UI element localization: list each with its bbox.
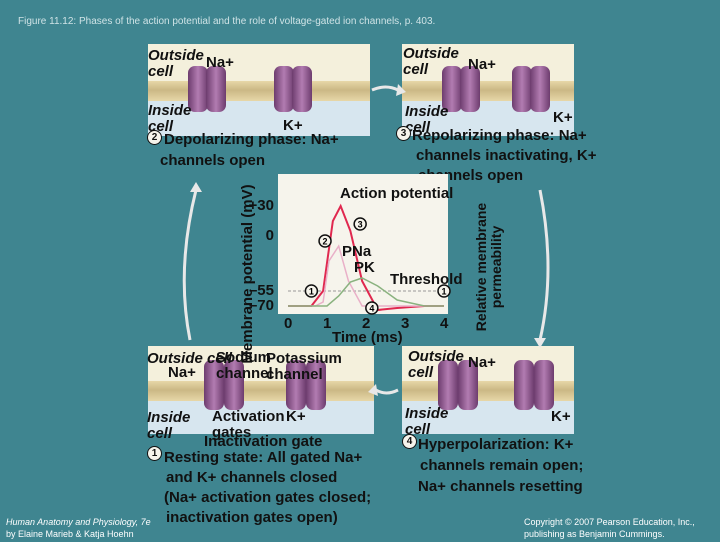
potassium-channel-label: Potassium channel (266, 350, 342, 383)
inactivation-gate-label: Inactivation gate (204, 433, 323, 450)
depol-na-label: Na+ (206, 54, 234, 71)
depol-inside-cell-label: Inside cell (148, 102, 192, 135)
hyper-line2: channels remain open; (420, 457, 584, 474)
footer-authors: by Elaine Marieb & Katja Hoehn (6, 529, 134, 539)
depol-k-label: K+ (283, 117, 303, 134)
depol-line2: channels open (160, 152, 266, 169)
chart-annotation-pk: PK (354, 259, 375, 276)
x-tick-label-3: 3 (401, 315, 410, 332)
rest-line2: and K+ channels closed (166, 469, 338, 486)
phase-marker-2: 3 (353, 217, 367, 231)
repol-outside-cell-label: Outside cell (403, 45, 459, 78)
repol-k-label: K+ (553, 109, 573, 126)
repol-line2: channels inactivating, K+ (416, 147, 597, 164)
depol-step-number: 2 (147, 130, 162, 145)
activation-gates-label: Activation gates (212, 408, 285, 441)
rest-k-label: K+ (286, 408, 306, 425)
chart-annotation-pna: PNa (342, 243, 372, 260)
repol-inside-cell-label: Inside cell (405, 103, 449, 136)
y-tick-label-3: –70 (248, 297, 274, 314)
svg-text:4: 4 (369, 304, 374, 314)
y-tick-label-0: +30 (248, 197, 274, 214)
svg-text:1: 1 (441, 287, 446, 297)
hyper-line3: Na+ channels resetting (418, 478, 583, 495)
y-tick-label-2: –55 (248, 282, 274, 299)
panel-hyperpolarization-membrane (402, 346, 574, 434)
phase-marker-1: 2 (318, 234, 332, 248)
rest-inside-cell-label: Inside cell (147, 409, 191, 442)
repol-step-number: 3 (396, 126, 411, 141)
hyper-step-number: 4 (402, 434, 417, 449)
phase-marker-3: 4 (365, 301, 379, 315)
phase-marker-0: 1 (304, 284, 319, 298)
x-tick-label-0: 0 (284, 315, 293, 332)
panel-repolarizing-membrane (402, 44, 574, 136)
chart-svg: 1 2 3 4 1 (288, 203, 451, 315)
x-tick-label-2: 2 (362, 315, 371, 332)
hyper-inside-cell-label: Inside cell (405, 405, 449, 438)
y-tick-label-1: 0 (265, 227, 274, 244)
hyper-na-label: Na+ (468, 354, 496, 371)
hyper-k-label: K+ (551, 408, 571, 425)
depol-outside-cell-label: Outside cell (148, 47, 204, 80)
x-tick-label-4: 4 (440, 315, 449, 332)
rest-line3: (Na+ activation gates closed; (164, 489, 372, 506)
svg-text:2: 2 (323, 237, 328, 247)
footer-book-title: Human Anatomy and Physiology, 7e (6, 517, 151, 527)
footer-publisher: publishing as Benjamin Cummings. (524, 529, 665, 539)
x-tick-label-1: 1 (323, 315, 332, 332)
chart-title: Action potential (340, 185, 454, 202)
panel-depolarizing-membrane (148, 44, 370, 136)
figure-caption: Figure 11.12: Phases of the action poten… (18, 16, 436, 27)
panel-resting-membrane (148, 346, 374, 434)
rest-outside-cell-label: Outside cell (147, 350, 233, 367)
rest-step-number: 1 (147, 446, 162, 461)
svg-text:1: 1 (309, 287, 314, 297)
chart-y2label: Relative membrane permeability (473, 202, 504, 332)
sodium-channel-label: Sodium channel (216, 349, 273, 382)
rest-line1: Resting state: All gated Na+ (164, 449, 363, 466)
series-line-2 (288, 277, 444, 307)
hyper-line1: Hyperpolarization: K+ (418, 436, 574, 453)
rest-line4: inactivation gates open) (166, 509, 338, 526)
phase-marker-4: 1 (437, 284, 451, 298)
series-line-0 (288, 203, 444, 312)
rest-na-label: Na+ (168, 364, 196, 381)
depol-line1: Depolarizing phase: Na+ (164, 131, 339, 148)
chart-annotation-threshold: Threshold (390, 271, 463, 288)
repol-na-label: Na+ (468, 56, 496, 73)
repol-line1: Repolarizing phase: Na+ (412, 127, 587, 144)
chart-xlabel: Time (ms) (332, 329, 403, 346)
svg-text:3: 3 (358, 220, 363, 230)
hyper-outside-cell-label: Outside cell (408, 348, 464, 381)
footer-copyright: Copyright © 2007 Pearson Education, Inc.… (524, 517, 695, 527)
